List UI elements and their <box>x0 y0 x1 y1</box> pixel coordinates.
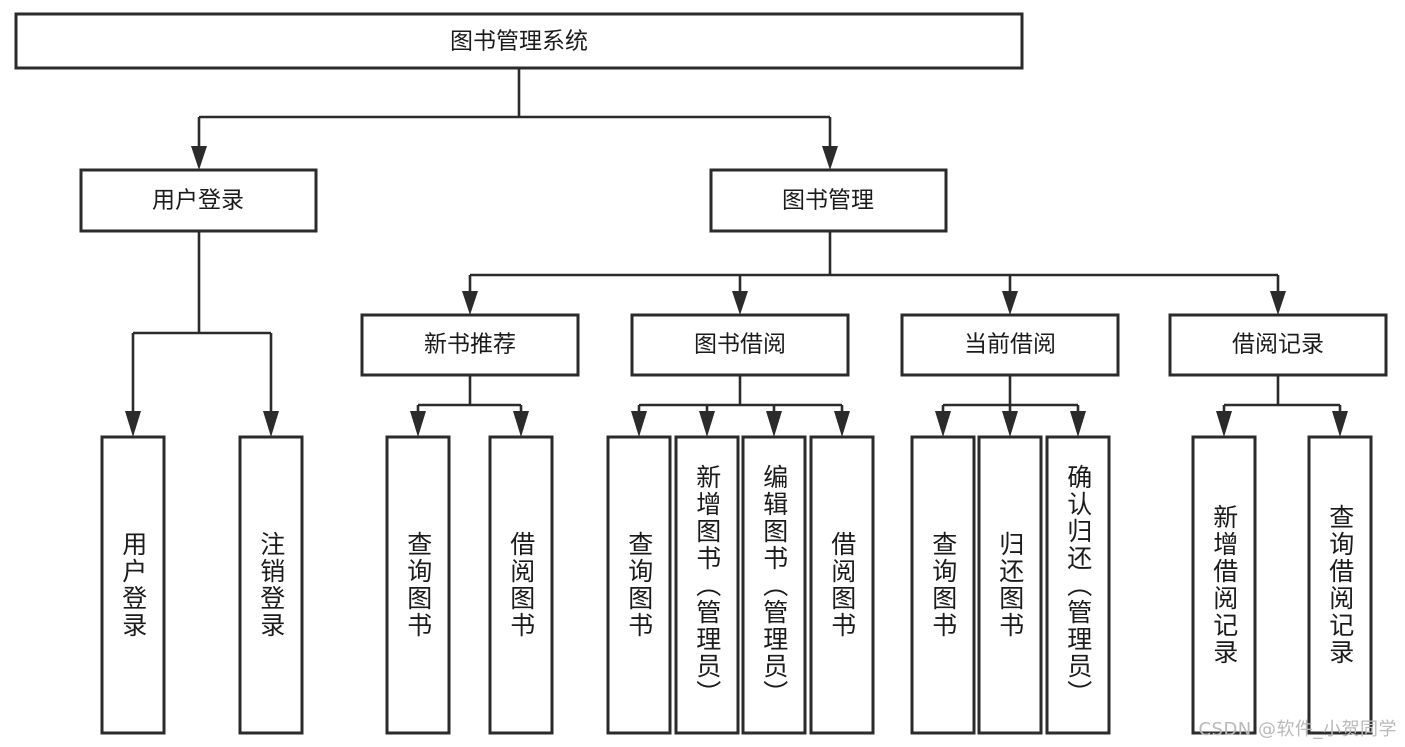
node-root-label: 图书管理系统 <box>450 29 588 55</box>
leaf-borrow-book-bb[interactable] <box>809 435 875 735</box>
node-book-management[interactable] <box>709 168 948 233</box>
arrowhead-user-login <box>191 146 207 170</box>
leaf-query-book-bb[interactable] <box>606 435 672 735</box>
arrowhead-new-book <box>462 291 478 315</box>
node-current-borrow-label: 当前借阅 <box>964 332 1056 358</box>
arrowhead-nb-leaf-2 <box>513 411 529 437</box>
leaf-borrow-book-nb[interactable] <box>488 435 554 735</box>
connector-group-borrow-record <box>1216 375 1348 437</box>
connector-group-book-manage <box>462 231 1286 315</box>
leaf-user-login[interactable] <box>100 435 166 735</box>
arrowhead-leaf-user-login <box>125 411 141 437</box>
watermark-text: CSDN @软件_小贺同学 <box>1198 719 1397 740</box>
leaf-edit-book-admin[interactable] <box>741 435 807 735</box>
leaf-add-borrow-record[interactable] <box>1191 435 1257 735</box>
leaf-query-borrow-record[interactable] <box>1307 435 1373 735</box>
connector-group-book-borrow <box>631 375 850 437</box>
leaf-query-book-nb[interactable] <box>385 435 451 735</box>
arrowhead-cb-leaf-3 <box>1070 411 1086 437</box>
arrowhead-cb-leaf-1 <box>935 411 951 437</box>
arrowhead-bb-leaf-3 <box>766 411 782 437</box>
leaf-query-book-cb[interactable] <box>910 435 976 735</box>
node-root-book-management-system[interactable] <box>14 12 1024 70</box>
arrowhead-br-leaf-2 <box>1332 411 1348 437</box>
node-borrow-record[interactable] <box>1168 313 1388 377</box>
connector-group-root <box>191 68 838 170</box>
arrowhead-nb-leaf-1 <box>410 411 426 437</box>
node-borrow-record-label: 借阅记录 <box>1232 332 1324 358</box>
node-current-borrow[interactable] <box>900 313 1120 377</box>
node-book-management-label: 图书管理 <box>782 188 874 214</box>
leaf-confirm-return-admin[interactable] <box>1045 435 1111 735</box>
node-book-borrow-label: 图书借阅 <box>694 332 786 358</box>
arrowhead-bb-leaf-1 <box>631 411 647 437</box>
arrowhead-bb-leaf-2 <box>699 411 715 437</box>
arrowhead-borrow-record <box>1270 291 1286 315</box>
leaf-logout[interactable] <box>238 435 304 735</box>
connector-group-current-borrow <box>935 375 1086 437</box>
node-new-book-recommend[interactable] <box>360 313 580 377</box>
leaf-return-book[interactable] <box>977 435 1043 735</box>
node-user-login-label: 用户登录 <box>152 188 244 214</box>
leaf-add-book-admin[interactable] <box>674 435 740 735</box>
arrowhead-br-leaf-1 <box>1216 411 1232 437</box>
connector-group-user-login <box>125 231 279 437</box>
arrowhead-leaf-logout <box>263 411 279 437</box>
connector-group-new-book <box>410 375 529 437</box>
arrowhead-book-manage <box>822 146 838 170</box>
node-new-book-recommend-label: 新书推荐 <box>424 332 516 358</box>
arrowhead-book-borrow <box>732 291 748 315</box>
arrowhead-cb-leaf-2 <box>1002 411 1018 437</box>
arrowhead-bb-leaf-4 <box>834 411 850 437</box>
arrowhead-current-borrow <box>1002 291 1018 315</box>
node-book-borrow[interactable] <box>630 313 850 377</box>
node-user-login[interactable] <box>79 168 318 233</box>
